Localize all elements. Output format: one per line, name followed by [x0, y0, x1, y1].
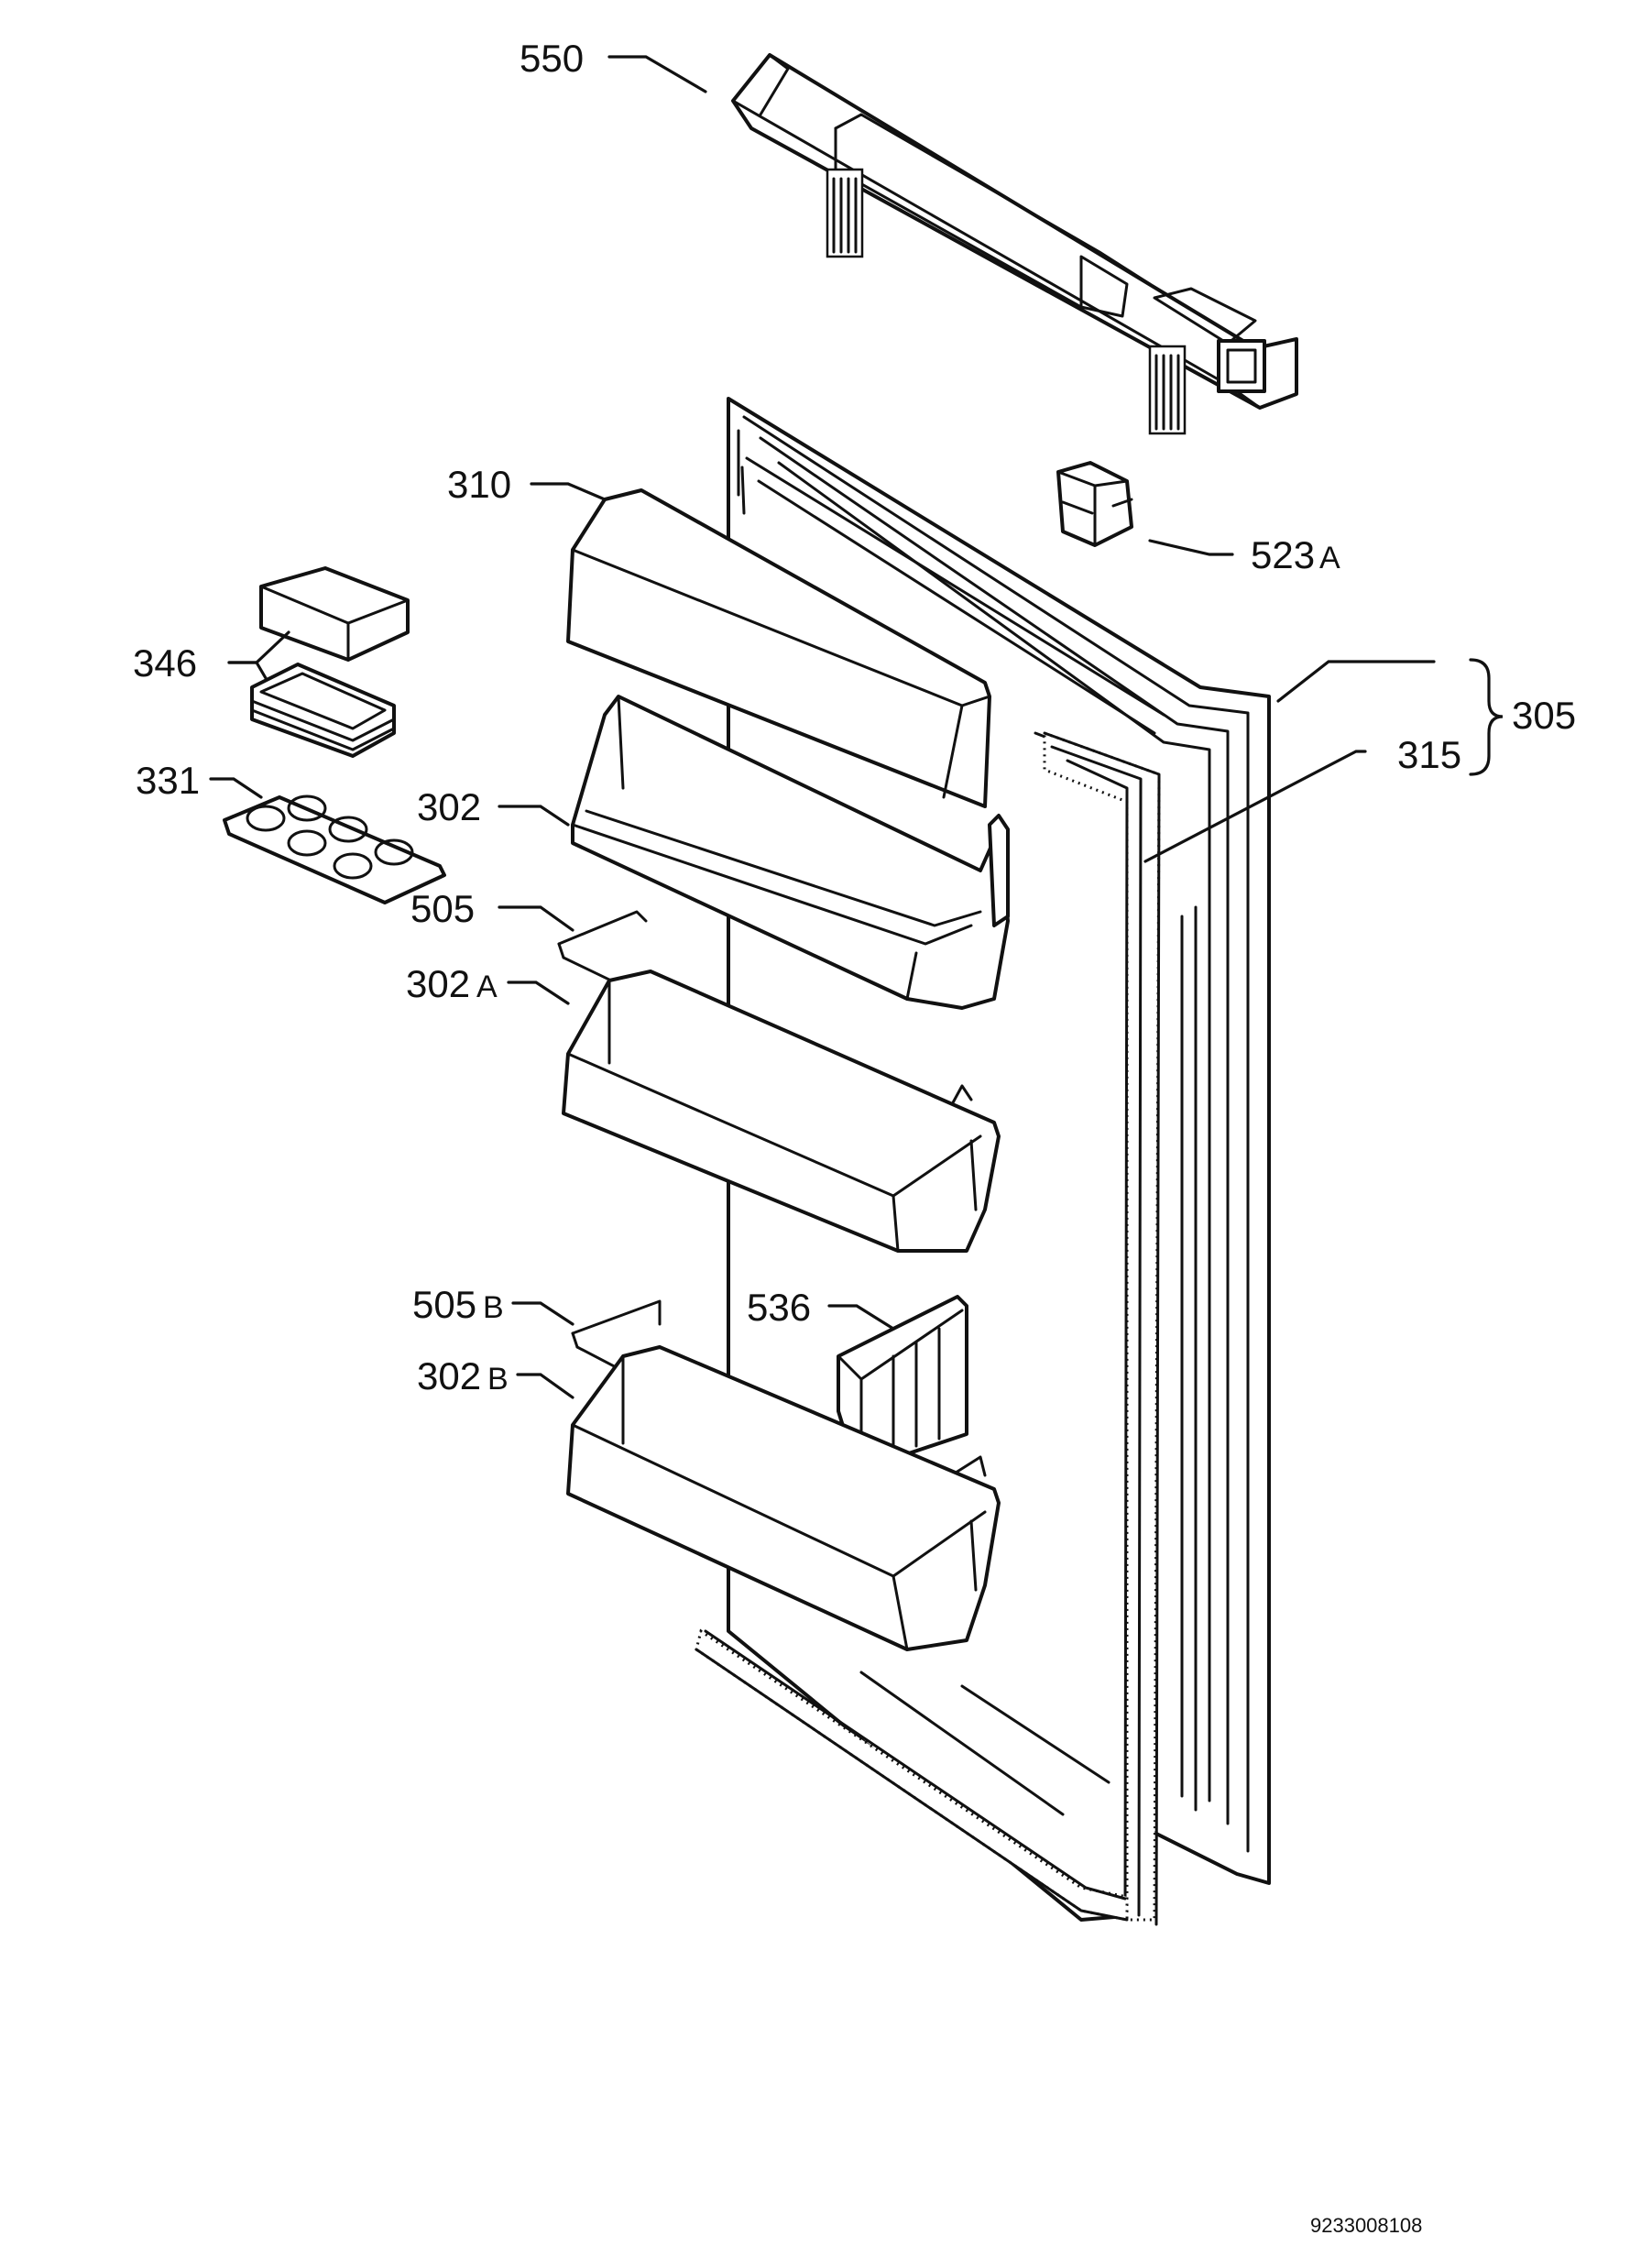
label-310: 310	[447, 463, 511, 506]
document-number: 9233008108	[1310, 2214, 1422, 2237]
door-shelf-302	[571, 695, 1010, 1010]
label-523: 523	[1251, 533, 1315, 576]
clip-523a	[1056, 461, 1133, 547]
label-505: 505	[410, 887, 475, 930]
door-gasket-315	[695, 730, 1161, 1926]
door-shelf-302a	[562, 970, 1001, 1253]
door-shelf-302b	[566, 1345, 1001, 1651]
label-536: 536	[747, 1286, 811, 1329]
part-labels: 550 310 523 A 346 305 315 331 302 505 30…	[133, 37, 1576, 1397]
label-505b-suffix: B	[483, 1290, 504, 1325]
label-302b: 302	[417, 1354, 481, 1397]
label-302: 302	[417, 785, 481, 828]
label-302a-suffix: A	[476, 970, 498, 1004]
label-331: 331	[136, 759, 200, 802]
label-346: 346	[133, 641, 197, 685]
label-550: 550	[520, 37, 584, 80]
label-315: 315	[1397, 733, 1461, 776]
shelf-cover-310	[566, 488, 991, 808]
bottle-divider-536	[837, 1295, 968, 1473]
label-523-suffix: A	[1319, 541, 1340, 575]
label-305: 305	[1512, 694, 1576, 737]
butter-dish-346	[250, 566, 410, 758]
leader-lines	[209, 55, 1504, 1399]
label-505b: 505	[412, 1283, 476, 1326]
label-302a: 302	[406, 962, 470, 1005]
egg-tray-331	[223, 794, 446, 904]
handle-550	[731, 53, 1298, 435]
label-302b-suffix: B	[487, 1362, 509, 1397]
